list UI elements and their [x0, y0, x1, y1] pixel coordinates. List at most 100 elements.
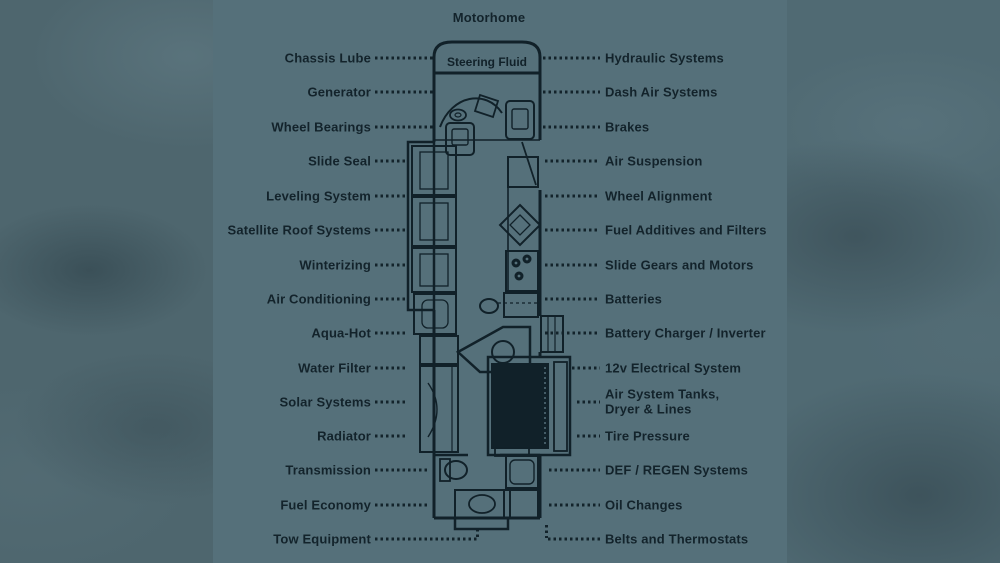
leader-line: [548, 537, 600, 541]
label-satellite-roof-systems: Satellite Roof Systems: [227, 222, 371, 238]
leader-line: [572, 366, 600, 370]
label-batteries: Batteries: [605, 291, 662, 307]
driver-seat-cushion: [451, 128, 469, 146]
wardrobe: [419, 365, 459, 453]
burner-1-center: [514, 261, 518, 265]
rear-cabinet: [503, 489, 539, 519]
charger-inverter-unit: [540, 315, 564, 353]
recliner-2: [411, 196, 457, 247]
stove: [505, 250, 539, 292]
label-generator: Generator: [307, 84, 371, 100]
leader-line: [375, 434, 405, 438]
blurred-right-margin: [787, 0, 1000, 563]
sofa-cushion: [419, 253, 449, 287]
leader-line: [543, 90, 600, 94]
label-tire-pressure: Tire Pressure: [605, 428, 690, 444]
leader-line: [375, 468, 427, 472]
charger-inverter-fins: [547, 316, 556, 352]
entry-door-swing: [521, 141, 537, 186]
kitchen-sink: [498, 203, 542, 247]
label-12v-electrical-system: 12v Electrical System: [605, 360, 742, 376]
label-air-suspension: Air Suspension: [605, 153, 703, 169]
label-oil-changes: Oil Changes: [605, 497, 683, 513]
leader-line: [375, 400, 405, 404]
recliner-1: [411, 145, 457, 196]
steering-fluid-label: Steering Fluid: [447, 55, 527, 69]
label-chassis-lube: Chassis Lube: [284, 50, 371, 66]
leader-line: [543, 125, 600, 129]
recliner-2-cushion: [419, 202, 449, 241]
leader-hook: [545, 525, 548, 538]
label-leveling-system: Leveling System: [266, 188, 371, 204]
entry-step-well: [507, 156, 539, 188]
label-wheel-bearings: Wheel Bearings: [271, 119, 371, 135]
shower: [505, 455, 539, 489]
label-hydraulic-systems: Hydraulic Systems: [605, 50, 724, 66]
label-air-system-tanks-dryer-lines: Air System Tanks, Dryer & Lines: [605, 386, 720, 417]
label-wheel-alignment: Wheel Alignment: [605, 188, 713, 204]
leader-line: [545, 331, 600, 335]
leader-line: [549, 503, 600, 507]
label-fuel-additives-filters: Fuel Additives and Filters: [605, 222, 767, 238]
leader-line: [375, 297, 407, 301]
leader-line: [375, 228, 407, 232]
diagram-title: Motorhome: [452, 10, 526, 25]
cabinet-upper: [419, 335, 459, 365]
leader-line: [375, 90, 435, 94]
label-slide-seal: Slide Seal: [308, 153, 371, 169]
steering-wheel-hub: [454, 112, 462, 118]
leader-line: [375, 194, 407, 198]
dash-console: [473, 93, 500, 119]
shower-pan: [509, 459, 535, 485]
leader-line: [545, 228, 600, 232]
rear-toilet-bowl: [444, 460, 468, 480]
leader-line: [375, 331, 405, 335]
appliance-unit: [413, 293, 457, 335]
bed: [491, 363, 549, 449]
sofa-unit: [411, 247, 457, 293]
label-winterizing: Winterizing: [299, 257, 371, 273]
leader-line: [545, 263, 600, 267]
label-def-regen-systems: DEF / REGEN Systems: [605, 462, 749, 478]
leader-line: [545, 159, 600, 163]
rear-sink-basin: [468, 494, 496, 514]
leader-line: [577, 434, 600, 438]
appliance-door: [421, 299, 449, 329]
steering-wheel: [449, 108, 467, 122]
mid-bath-wedge-wall: [455, 325, 532, 374]
leader-line: [375, 263, 407, 267]
leader-line: [545, 194, 600, 198]
rear-bumper: [453, 516, 510, 531]
label-slide-gears-motors: Slide Gears and Motors: [605, 257, 754, 273]
leader-line: [375, 366, 405, 370]
leader-line: [549, 468, 600, 472]
blurred-left-margin: [0, 0, 213, 563]
label-dash-air-systems: Dash Air Systems: [605, 84, 718, 100]
mid-bath-sink: [479, 298, 499, 314]
passenger-seat-cushion: [511, 108, 529, 130]
leader-line: [375, 56, 435, 60]
leader-line: [375, 537, 479, 541]
label-radiator: Radiator: [317, 428, 371, 444]
label-transmission: Transmission: [285, 462, 371, 478]
leader-line: [375, 125, 435, 129]
recliner-1-cushion: [419, 151, 449, 190]
label-aqua-hot: Aqua-Hot: [311, 325, 371, 341]
kitchen-counter-base: [503, 292, 539, 318]
label-brakes: Brakes: [605, 119, 650, 135]
label-water-filter: Water Filter: [298, 360, 371, 376]
label-air-conditioning: Air Conditioning: [266, 291, 371, 307]
kitchen-sink-basin: [509, 214, 531, 236]
bed-nightstand: [553, 361, 568, 452]
leader-line: [543, 56, 600, 60]
passenger-seat: [505, 100, 535, 140]
label-battery-charger-inverter: Battery Charger / Inverter: [605, 325, 766, 341]
diagram-panel: Motorhome Chassis Lube Hydraulic Systems…: [213, 0, 787, 563]
leader-line: [375, 503, 427, 507]
leader-line: [375, 159, 407, 163]
label-belts-and-thermostats: Belts and Thermostats: [605, 531, 749, 547]
motorhome-floorplan: Steering Fluid: [406, 40, 572, 531]
leader-line: [545, 297, 600, 301]
wardrobe-door-arc: [427, 382, 438, 438]
